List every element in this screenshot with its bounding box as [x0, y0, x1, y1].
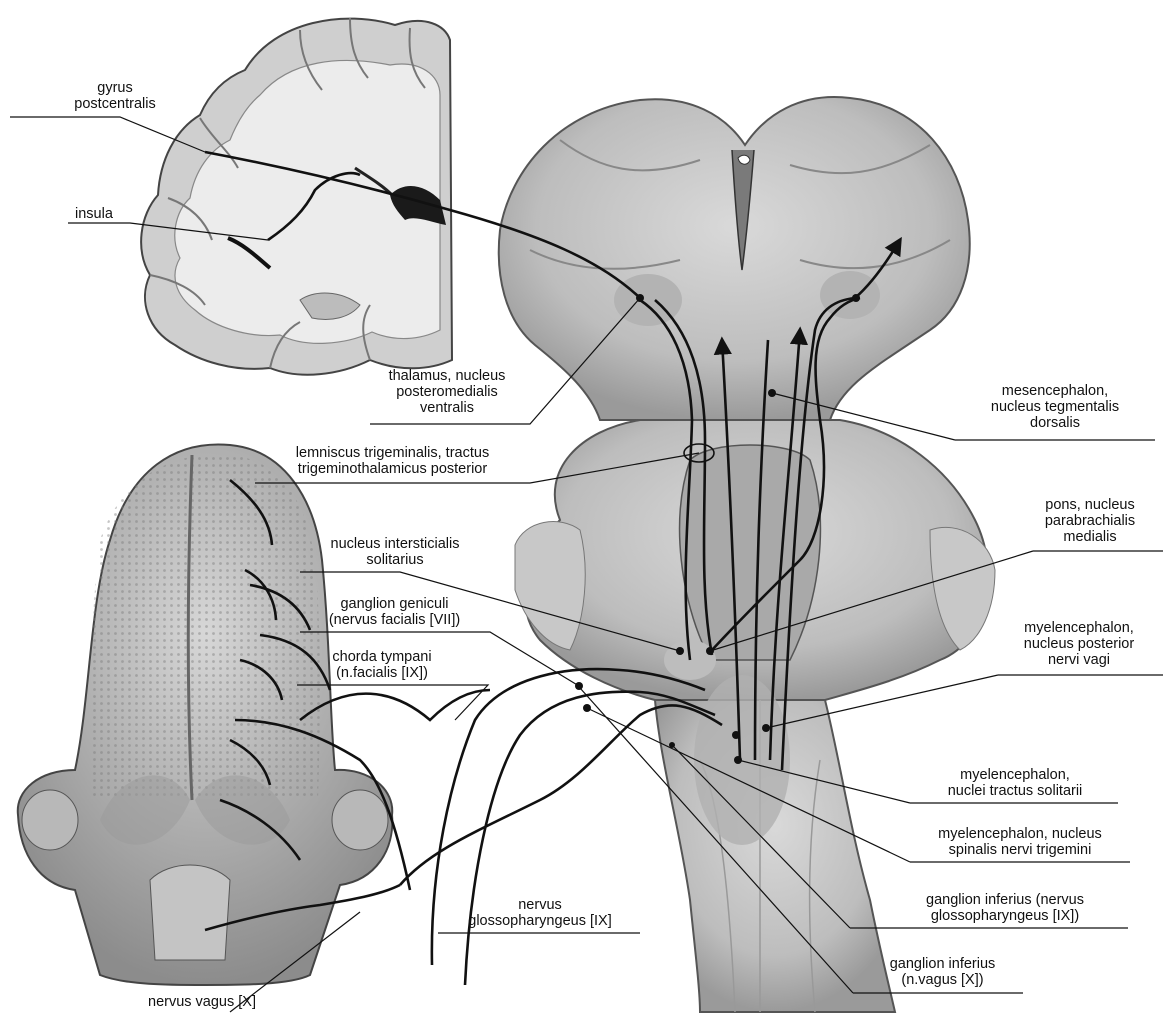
- label-nervus-vagus: nervus vagus [X]: [148, 994, 256, 1010]
- label-mesencephalon: mesencephalon, nucleus tegmentalis dorsa…: [950, 383, 1160, 431]
- label-ganglion-inferius-x: ganglion inferius (n.vagus [X]): [860, 956, 1025, 988]
- label-myel-tractus: myelencephalon, nuclei tractus solitarii: [910, 767, 1120, 799]
- label-nervus-glossopharyngeus: nervus glossopharyngeus [IX]: [440, 897, 640, 929]
- tongue: [18, 444, 393, 985]
- label-pons: pons, nucleus parabrachialis medialis: [1020, 497, 1160, 545]
- label-thalamus: thalamus, nucleus posteromedialis ventra…: [362, 368, 532, 416]
- label-gyrus-postcentralis: gyrus postcentralis: [30, 80, 200, 112]
- label-lemniscus: lemniscus trigeminalis, tractus trigemin…: [255, 445, 530, 477]
- label-ganglion-inferius-ix: ganglion inferius (nervus glossopharynge…: [880, 892, 1130, 924]
- label-ganglion-geniculi: ganglion geniculi (nervus facialis [VII]…: [297, 596, 492, 628]
- label-myel-posterior: myelencephalon, nucleus posterior nervi …: [995, 620, 1163, 668]
- label-insula: insula: [75, 206, 113, 222]
- label-myel-spinalis: myelencephalon, nucleus spinalis nervi t…: [910, 826, 1130, 858]
- label-chorda-tympani: chorda tympani (n.facialis [IX]): [297, 649, 467, 681]
- label-nucleus-intersticialis: nucleus intersticialis solitarius: [300, 536, 490, 568]
